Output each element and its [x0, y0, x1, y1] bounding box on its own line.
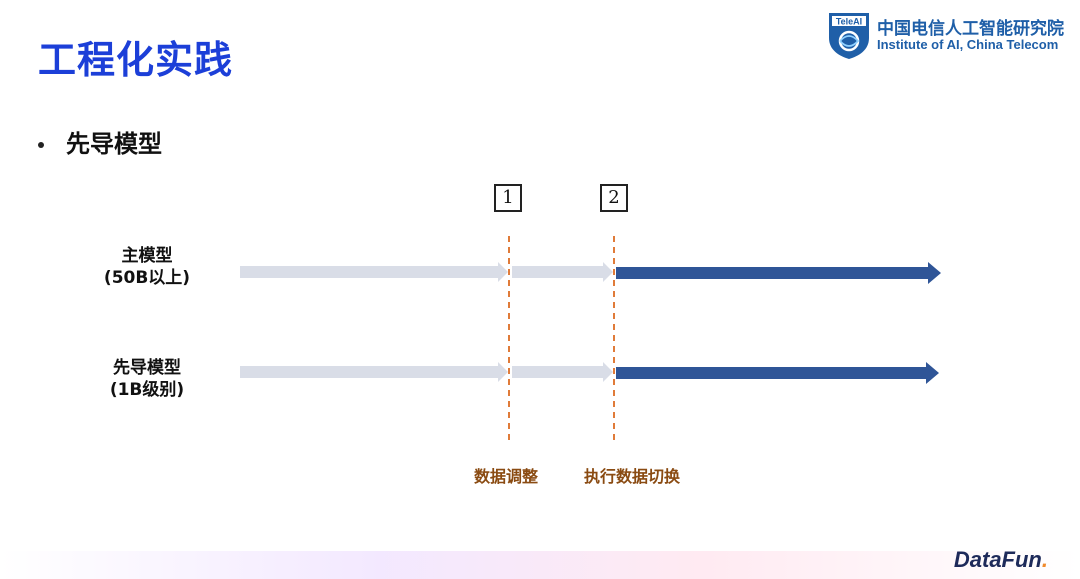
- main-model-timeline: [240, 262, 941, 284]
- main-model-label-line1: 主模型: [121, 246, 173, 266]
- main-model-label-line2: (50B以上): [103, 268, 191, 288]
- brand-name: DataFun: [953, 547, 1042, 572]
- main-model-phase-2-arrow: [512, 262, 613, 282]
- step-2-box: 2: [600, 184, 628, 212]
- step-1-box: 1: [494, 184, 522, 212]
- pilot-model-label-line2: (1B级别): [109, 380, 185, 400]
- pilot-model-label-line1: 先导模型: [113, 358, 181, 378]
- pilot-model-label: 先导模型 (1B级别): [72, 357, 222, 401]
- org-name-cn: 中国电信人工智能研究院: [877, 19, 1064, 39]
- footer-gradient: [0, 551, 1080, 579]
- main-model-phase-1-arrow: [240, 262, 508, 282]
- main-model-phase-3-arrow: [616, 262, 941, 284]
- teleai-shield-icon: TeleAI: [829, 13, 869, 59]
- slide-title: 工程化实践: [38, 38, 234, 82]
- pilot-model-phase-3-arrow: [616, 362, 939, 384]
- pilot-model-phase-1-arrow: [240, 362, 508, 382]
- teleai-logo: TeleAI 中国电信人工智能研究院 Institute of AI, Chin…: [826, 10, 1074, 60]
- pilot-model-phase-2-arrow: [512, 362, 613, 382]
- org-name-en: Institute of AI, China Telecom: [877, 37, 1059, 52]
- step-1-event-label: 数据调整: [473, 467, 538, 486]
- brand-dot: .: [1041, 547, 1048, 572]
- datafun-logo: DataFun.: [954, 547, 1048, 573]
- bullet-dot: [38, 142, 44, 148]
- logo-badge-text: TeleAI: [836, 17, 862, 27]
- bullet-text: 先导模型: [66, 130, 162, 158]
- main-model-label: 主模型 (50B以上): [72, 245, 222, 289]
- pilot-model-timeline: [240, 362, 939, 384]
- step-2-event-label: 执行数据切换: [583, 467, 680, 486]
